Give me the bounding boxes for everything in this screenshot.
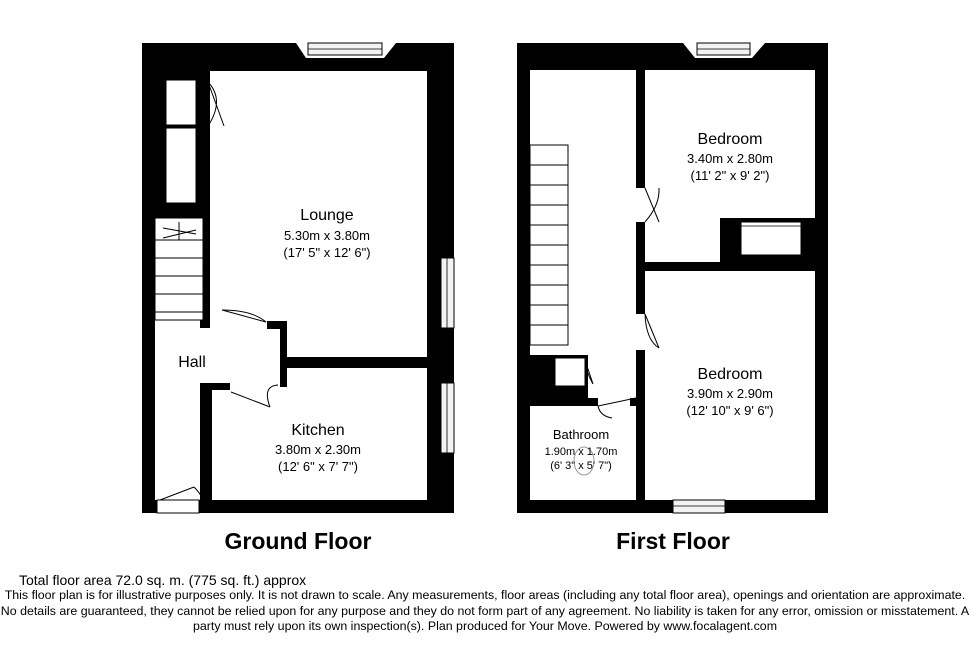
front-door [159,486,203,501]
bathroom-metric: 1.90m x 1.70m [545,446,618,458]
kitchen-west-wall [200,383,212,500]
ground-south-wall [142,500,454,513]
lounge-east-window [440,257,455,329]
bathroom-door [597,397,637,419]
hall-kitchen-door [230,384,279,408]
ground-floor-plan: Lounge 5.30m x 3.80m (17' 5" x 12' 6") H… [142,42,455,554]
kitchen-imperial: (12' 6" x 7' 7") [278,459,358,474]
landing-east-wall-mid [636,222,645,314]
bedroom-1-metric: 3.40m x 2.80m [687,151,773,166]
lounge-metric: 5.30m x 3.80m [284,228,370,243]
bedroom-1-name: Bedroom [698,131,763,148]
first-stairs [529,144,569,346]
landing-east-wall-upper [636,70,645,188]
hall-lounge-door [221,309,267,323]
cupboard-door [207,81,225,127]
bathroom-imperial: (6' 3" x 5' 7") [550,460,612,472]
total-floor-area: Total floor area 72.0 sq. m. (775 sq. ft… [19,572,307,588]
first-floor-plan: Bedroom 3.40m x 2.80m (11' 2" x 9' 2") B… [517,42,828,554]
first-east-wall [815,43,828,513]
ground-west-wall [142,43,155,513]
first-floor-title: First Floor [616,528,730,554]
kitchen-name: Kitchen [291,422,344,439]
first-west-wall [517,43,530,513]
hall-name: Hall [178,354,206,371]
lounge-imperial: (17' 5" x 12' 6") [283,245,370,260]
bedroom-cupboard [740,221,802,256]
bedroom-2-metric: 3.90m x 2.90m [687,386,773,401]
kitchen-metric: 3.80m x 2.30m [275,442,361,457]
bedroom-2-name: Bedroom [698,366,763,383]
bedroom-2-door [644,313,660,349]
kitchen-east-window [440,382,455,454]
disclaimer-text: This floor plan is for illustrative purp… [0,588,970,633]
ground-stairs [154,217,204,321]
toilet-icon [573,446,595,476]
bathroom-name: Bathroom [553,427,609,442]
lounge-name: Lounge [300,207,353,224]
airing-cupboard [554,357,586,387]
lounge-west-wall [200,43,210,328]
bedroom-1-imperial: (11' 2" x 9' 2") [691,168,770,183]
bedroom-2-imperial: (12' 10" x 9' 6") [686,403,773,418]
cupboard [165,79,197,126]
landing-east-wall-lower [636,350,645,500]
first-north-wall [517,43,828,70]
ground-floor-title: Ground Floor [225,528,372,554]
bedroom-1-door [644,187,660,223]
lounge-kitchen-wall [280,357,427,368]
bedroom-south-window [672,499,726,514]
